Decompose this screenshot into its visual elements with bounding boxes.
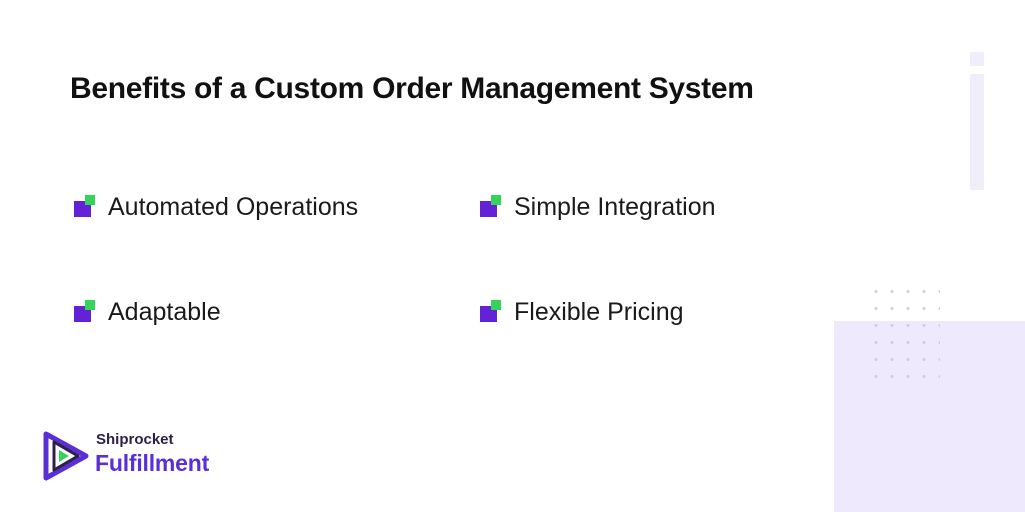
decorative-vertical-bar <box>970 52 984 190</box>
brand-name-top: Shiprocket <box>96 431 174 448</box>
decorative-bar-dot <box>970 52 984 66</box>
bullet-square-icon <box>478 300 502 324</box>
benefit-label: Flexible Pricing <box>514 297 684 326</box>
decorative-bar-stem <box>970 74 984 190</box>
shiprocket-play-logo-icon <box>43 431 89 481</box>
benefit-label: Automated Operations <box>108 192 359 221</box>
benefit-item: Adaptable <box>72 292 221 332</box>
benefit-label: Adaptable <box>108 297 221 326</box>
bullet-square-icon <box>72 300 96 324</box>
page-title: Benefits of a Custom Order Management Sy… <box>70 72 754 105</box>
bullet-square-icon <box>72 195 96 219</box>
brand-name-bottom: Fulfillment <box>95 450 210 476</box>
benefit-label: Simple Integration <box>514 192 716 221</box>
benefit-item: Simple Integration <box>478 187 716 227</box>
benefit-item: Automated Operations <box>72 187 358 227</box>
brand-logo: Shiprocket Fulfillment <box>40 428 220 484</box>
decorative-dot-grid <box>868 283 940 389</box>
bullet-square-icon <box>478 195 502 219</box>
benefit-item: Flexible Pricing <box>478 292 684 332</box>
